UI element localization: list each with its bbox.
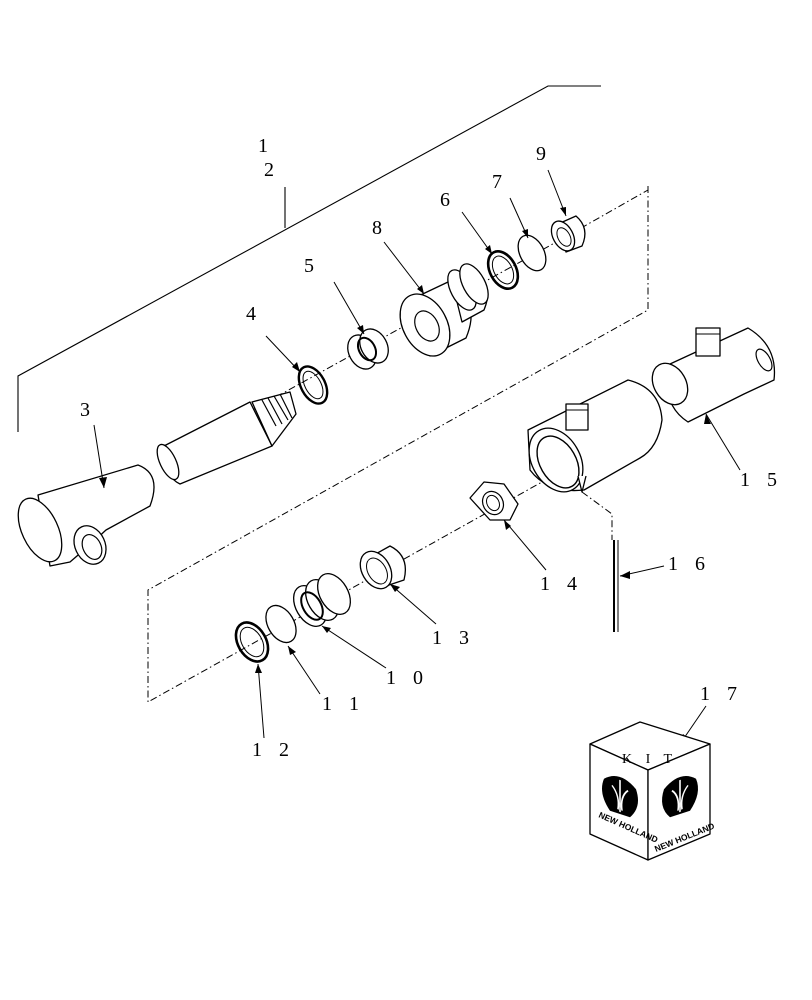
callout-5: 5: [304, 255, 320, 277]
callout-1: 1: [258, 135, 274, 157]
plate-16: [581, 491, 619, 632]
kit-label: K I T: [622, 752, 677, 767]
o-ring-6: [486, 250, 520, 290]
brand-logo-right: [662, 776, 698, 818]
leader-arrowheads: [99, 207, 711, 744]
wiper-9: [550, 215, 586, 253]
piston-seal-10: [292, 573, 352, 627]
callout-labels: 1 2 3 4 5 6 7 8 9 1 0 1 1 1 2 1 3 1 4 1 …: [80, 135, 783, 761]
callout-15: 1 5: [740, 469, 783, 491]
callout-16: 1 6: [668, 553, 711, 575]
backup-ring-11: [265, 604, 297, 644]
callout-10: 1 0: [386, 667, 429, 689]
o-ring-4: [297, 365, 329, 405]
assembly-bracket: [17, 85, 601, 432]
callout-7: 7: [492, 171, 508, 193]
seal-5: [347, 328, 389, 370]
callout-4: 4: [246, 303, 262, 325]
o-ring-12: [234, 621, 270, 663]
callout-2: 2: [264, 159, 280, 181]
callout-8: 8: [372, 217, 388, 239]
kit-box: K I T NEW HOLLAND NEW HOLLAND: [589, 721, 716, 861]
brand-logo-left: [602, 776, 638, 818]
callout-17: 1 7: [700, 683, 743, 705]
callout-3: 3: [80, 399, 96, 421]
gland: [399, 263, 489, 357]
callout-11: 1 1: [322, 693, 365, 715]
wear-ring-13: [359, 545, 407, 590]
piston-rod: [17, 391, 297, 567]
callout-14: 1 4: [540, 573, 583, 595]
callout-12: 1 2: [252, 739, 295, 761]
cylinder-barrel: [527, 327, 776, 493]
callout-6: 6: [440, 189, 456, 211]
callout-9: 9: [536, 143, 552, 165]
backup-ring-7: [517, 234, 547, 272]
callout-13: 1 3: [432, 627, 475, 649]
hex-nut: [469, 481, 519, 521]
